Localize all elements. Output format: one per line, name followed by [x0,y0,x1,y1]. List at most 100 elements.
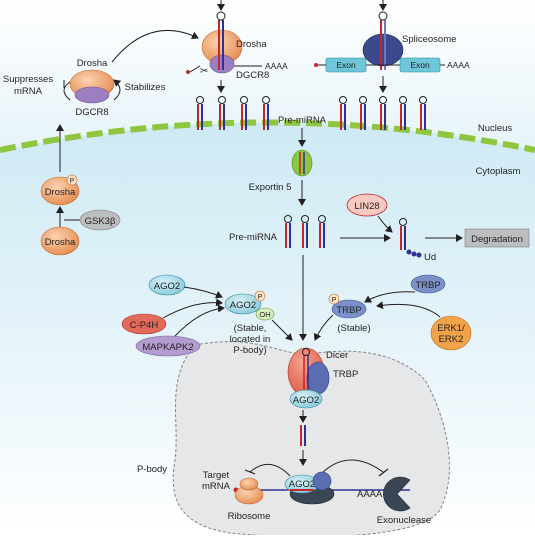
lin28-label: LIN28 [354,201,379,212]
dgcr8-protein-left [74,86,110,104]
exon-2 [399,57,441,73]
hairpin [359,96,367,130]
ago2-modified [224,293,262,315]
ago2-top [148,274,186,296]
hairpin [218,96,226,130]
phosphate-ago2-label: P [258,294,263,301]
drosha-to-processing-arrow [111,30,199,63]
exportin-5-protein [291,149,313,177]
decay-arc [322,459,384,473]
drosha-label-bottom: Drosha [45,237,76,248]
translation-inhibition-arc [249,464,291,477]
ribosome-small [239,477,259,491]
phosphate-marker-ago2 [254,290,266,302]
hairpin [284,215,292,248]
pre-mirna-label-cytoplasm: Pre-miRNA [229,232,278,243]
polya-left-label: AAAA [265,61,288,71]
erk-kinase [430,315,472,351]
suppresses-arrow [63,81,71,101]
ud-label: Ud [424,252,436,263]
hydroxyl-label: OH [259,310,270,319]
trbp-top-label: TRBP [415,280,440,291]
phosphate-marker-trbp [328,293,340,305]
nucleus-label: Nucleus [478,123,513,134]
phosphate-drosha-label: P [70,178,75,185]
c-p4h-arrow [162,298,223,319]
pri-mirna-loop-right [378,11,388,21]
ago2-to-modified-arrow [183,286,223,299]
dicer-trbp-label: TRBP [333,369,358,380]
ago2-risc-label: AGO2 [289,479,315,490]
cytoplasm-label: Cytoplasm [476,166,521,177]
drosha-label-left: Drosha [77,58,108,69]
hairpin [419,96,427,130]
phosphate-marker-drosha [66,174,78,186]
ago2-modified-label: AGO2 [230,300,256,311]
trbp-top [410,274,446,294]
cap-right [314,63,318,67]
ribosome-label: Ribosome [228,511,271,522]
gsk3b-label: GSK3β [85,216,116,227]
degradation-box [464,228,530,248]
hairpin [379,96,387,130]
hairpin [240,96,248,130]
pre-mirna-label-nucleus: Pre-miRNA [278,115,327,126]
ago2-to-dicer-arrow [271,319,293,341]
trbp-phosphorylated [331,299,367,319]
drosha-unphosphorylated [40,226,80,256]
phosphate-trbp-label: P [332,297,337,304]
pre-mirna-group-cytoplasm [284,215,326,248]
trbp-to-dicer-arrow [313,314,334,341]
suppresses-label-1: Suppresses [3,74,53,85]
hairpin [196,96,204,130]
hairpin [318,215,326,248]
dgcr8-label-top: DGCR8 [236,70,269,81]
c-p4h-enzyme [121,313,167,335]
spliceosome-label: Spliceosome [402,34,456,45]
drosha-label-top: Drosha [236,39,267,50]
exonuclease-enzyme [383,476,411,512]
exon-1-label: Exon [336,60,356,70]
c-p4h-label: C-P4H [130,320,159,331]
dicer-label: Dicer [326,350,348,361]
exon-2-label: Exon [410,60,430,70]
pre-mirna-group-nucleus [196,96,427,130]
suppresses-label-2: mRNA [14,86,43,97]
spliceosome-protein [362,33,404,67]
trbp-risc [312,471,332,491]
trbp-in-complex [306,361,330,395]
stabilizes-label: Stabilizes [125,82,166,93]
ago2-top-label: AGO2 [154,281,180,292]
mapkapk2-arrow [174,304,225,337]
hairpin [301,215,309,248]
dicer-cargo-loop [302,348,310,356]
erk-label-2: ERK2 [439,334,464,345]
dgcr8-label-left: DGCR8 [75,107,108,118]
lin28-protein [346,193,388,217]
cap-left [186,70,190,74]
trbp-stable-label: (Stable) [337,323,370,334]
target-mrna-label-1: Target [203,470,230,481]
rna-tail-left [189,65,201,73]
erk-arrow [376,301,441,318]
mapkapk2-kinase [135,335,201,357]
exonuclease-label: Exonuclease [377,515,431,526]
hairpin [339,96,347,130]
exon-1 [325,57,367,73]
hydroxyl-marker [255,307,275,321]
trbp-to-stable-arrow [364,291,416,303]
pri-mirna-loop-left [216,11,226,21]
dicer-ago2-label: AGO2 [293,395,319,406]
uridylated-pre-mirna [399,218,422,258]
hairpin [262,96,270,130]
scissors-icon: ✂ [200,66,208,77]
target-mrna-label-2: mRNA [202,481,231,492]
erk-label-1: ERK1/ [437,323,465,334]
ago2-stable-note-2: located in [230,334,271,345]
stabilizes-arrow [113,79,122,101]
degradation-label: Degradation [471,234,523,245]
polya-right-label: AAAA [447,60,470,70]
hairpin [399,96,407,130]
